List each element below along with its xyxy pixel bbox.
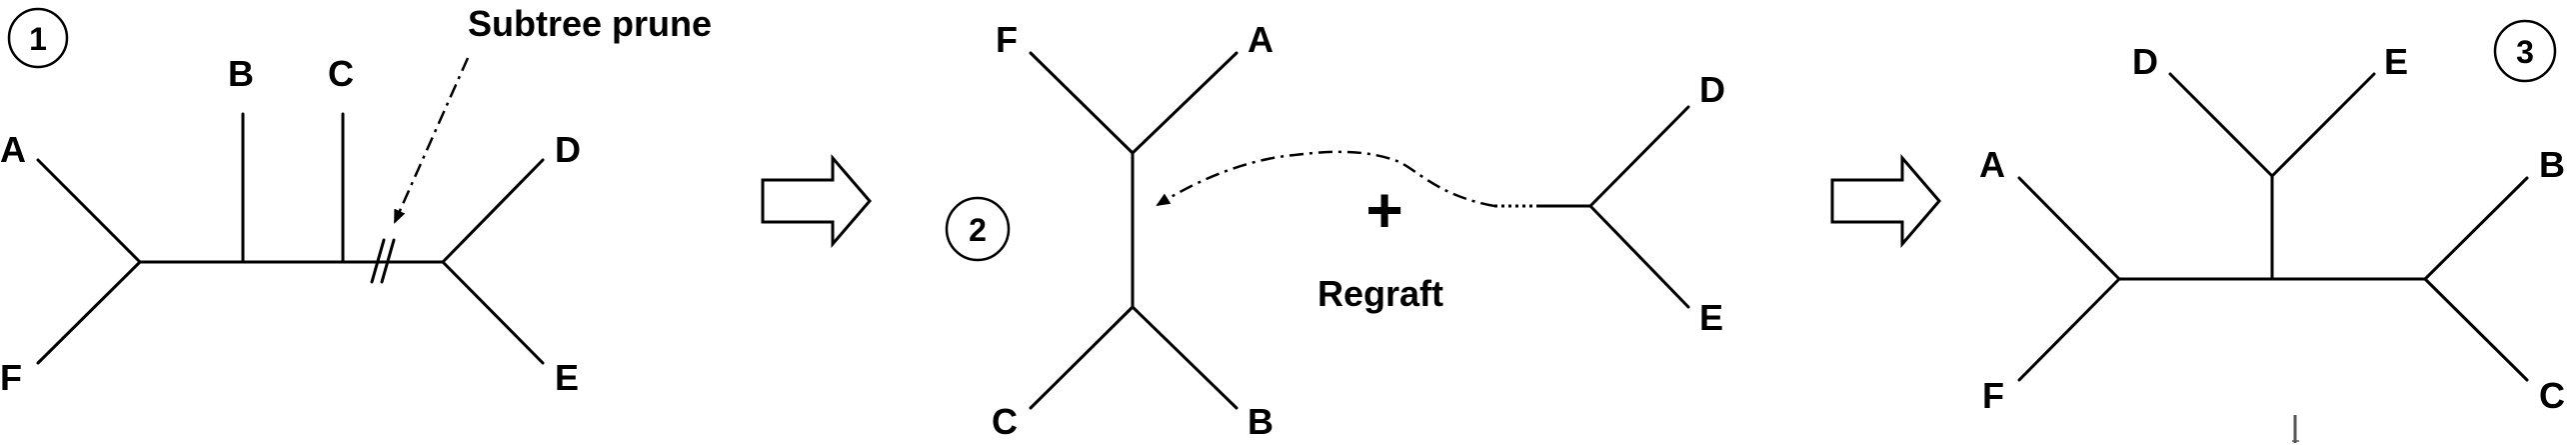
leaf-label-b: B bbox=[228, 53, 254, 94]
svg-text:3: 3 bbox=[2516, 34, 2534, 70]
leaf-label-d: D bbox=[1699, 69, 1725, 110]
regraft-annotation: Regraft bbox=[1317, 273, 1443, 314]
panel-1: 1 Subtree prune A B C D E F bbox=[0, 3, 712, 398]
svg-text:2: 2 bbox=[969, 212, 987, 248]
next-step-arrow-1 bbox=[761, 153, 872, 249]
regraft-arrow bbox=[1156, 150, 1495, 208]
leaf-label-e: E bbox=[555, 357, 579, 398]
prune-mark bbox=[370, 238, 386, 284]
leaf-label-a: A bbox=[1248, 19, 1274, 60]
leaf-label-f: F bbox=[0, 357, 22, 398]
leaf-label-e: E bbox=[1699, 297, 1723, 338]
next-step-arrow-2 bbox=[1830, 153, 1941, 249]
leaf-label-c: C bbox=[328, 53, 354, 94]
leaf-label-b: B bbox=[1248, 401, 1274, 442]
leaf-label-b: B bbox=[2539, 144, 2565, 185]
panel-2: 2 + Regraft F A C B D E bbox=[945, 19, 1725, 442]
leaf-label-c: C bbox=[2539, 375, 2565, 416]
leaf-label-d: D bbox=[2132, 41, 2158, 82]
tree-3-edges bbox=[2017, 72, 2529, 382]
leaf-label-c: C bbox=[992, 401, 1018, 442]
leaf-label-a: A bbox=[1979, 144, 2005, 185]
plus-sign: + bbox=[1365, 174, 1402, 246]
pruned-subtree-edges bbox=[1494, 105, 1690, 309]
leaf-label-a: A bbox=[0, 129, 26, 170]
tree-2-main-edges bbox=[1029, 51, 1239, 410]
step-3-badge: 3 bbox=[2493, 19, 2557, 83]
step-1-badge: 1 bbox=[7, 7, 69, 69]
leaf-label-d: D bbox=[555, 129, 581, 170]
svg-text:1: 1 bbox=[29, 21, 47, 57]
leaf-label-e: E bbox=[2384, 41, 2408, 82]
subtree-prune-annotation: Subtree prune bbox=[468, 3, 712, 44]
leaf-label-f: F bbox=[996, 19, 1018, 60]
tree-1-edges bbox=[36, 112, 545, 365]
prune-arrow bbox=[393, 57, 470, 224]
panel-3: 3 D E A B F C bbox=[1979, 19, 2565, 443]
leaf-label-f: F bbox=[1982, 375, 2004, 416]
step-2-badge: 2 bbox=[945, 196, 1011, 262]
